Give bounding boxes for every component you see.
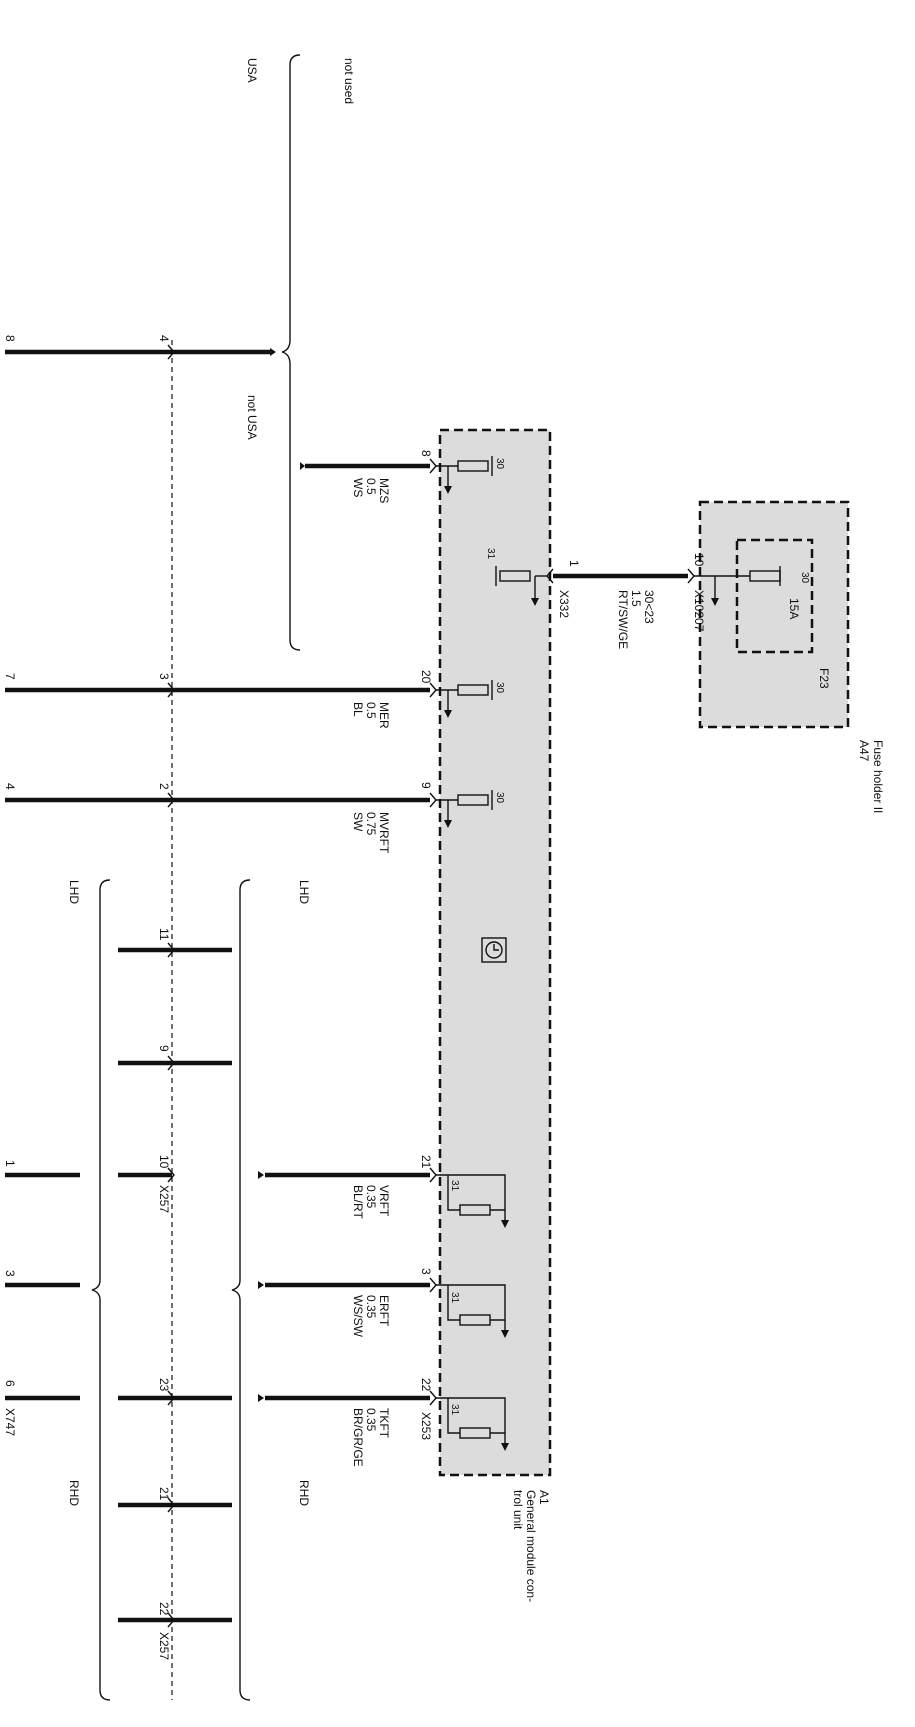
region-lhd-upper-label: LHD [297, 880, 311, 904]
output-row-mzs [300, 456, 493, 494]
region-rhd-lower-label: RHD [67, 1480, 81, 1506]
edge-pin: 1 [3, 1160, 17, 1167]
upper-connector-pin: 2 [157, 783, 171, 790]
rhd-pin: 22 [157, 1602, 171, 1616]
edge-pin: 3 [3, 1270, 17, 1277]
edge-connector-label: X747 [3, 1408, 17, 1436]
arrow-down-icon [711, 598, 719, 606]
upper-pin-4-row [5, 344, 276, 360]
input-terminal: 31 [449, 1404, 460, 1416]
supply-pin: 1 [567, 560, 581, 567]
resistor-icon [499, 570, 531, 582]
input-row-erft [258, 1277, 509, 1338]
lower-lhd-rhd-brace [91, 879, 111, 1701]
rhd-pin: 21 [157, 1487, 171, 1501]
edge-pin: 4 [3, 783, 17, 790]
supply-gauge: 1.5 [629, 590, 643, 607]
lhd-pin: 10 [157, 1155, 171, 1169]
lower-connector-label: X257 [157, 1185, 171, 1213]
lhd-stubs [118, 942, 232, 1183]
input-terminal: 31 [449, 1292, 460, 1304]
output-color: BL [351, 702, 365, 717]
fuse-holder-designator: A47 [857, 740, 871, 762]
arrow-down-icon [531, 598, 539, 606]
input-terminal: 31 [449, 1180, 460, 1192]
module-designator: A1 [537, 1490, 551, 1505]
output-signal: MVRFT [377, 812, 391, 854]
input-pin: 3 [419, 1268, 433, 1275]
edge-pin: 8 [3, 335, 17, 342]
fuse-holder-name: Fuse holder II [871, 740, 885, 813]
output-pin: 9 [419, 782, 433, 789]
input-gauge: 0.35 [364, 1408, 378, 1432]
input-signal: VRFT [377, 1185, 391, 1217]
output-gauge: 0.75 [364, 812, 378, 836]
input-gauge: 0.35 [364, 1185, 378, 1209]
fuse-rating: 15A [787, 598, 801, 619]
module-connector: X253 [419, 1412, 433, 1440]
rhd-stubs [118, 1390, 232, 1628]
edge-pin: 6 [3, 1380, 17, 1387]
fuse-pin: 10 [692, 553, 706, 567]
supply-connector: X332 [557, 590, 571, 618]
output-signal: MER [377, 702, 391, 729]
fuse-terminal: 30 [799, 572, 810, 584]
usa-region-brace [281, 54, 301, 651]
supply-signal: 30<23 [642, 590, 656, 624]
supply-color: RT/SW/GE [616, 590, 630, 649]
input-color: WS/SW [351, 1295, 365, 1338]
edge-stubs [5, 1172, 80, 1401]
lower-connector-bottom-label: X257 [157, 1632, 171, 1660]
output-terminal: 30 [494, 458, 505, 470]
output-gauge: 0.5 [364, 478, 378, 495]
upper-connector-pin: 3 [157, 673, 171, 680]
fuse-connector: X10207 [692, 590, 706, 632]
input-color: BL/RT [351, 1185, 365, 1219]
module-name-line2: trol unit [511, 1490, 525, 1530]
output-pin: 20 [419, 670, 433, 684]
x10207-pin-10-contact [687, 568, 695, 584]
fuse-label: F23 [817, 668, 831, 689]
output-row-mvrft [5, 790, 493, 828]
region-rhd-upper-label: RHD [297, 1480, 311, 1506]
input-pin: 22 [419, 1378, 433, 1392]
output-signal: MZS [377, 478, 391, 503]
output-terminal: 30 [494, 682, 505, 694]
input-signal: ERFT [377, 1295, 391, 1327]
region-not-used-label: not used [342, 58, 356, 104]
fuse-f23-box [735, 538, 814, 654]
general-module-box [438, 428, 552, 1477]
input-gauge: 0.35 [364, 1295, 378, 1319]
region-not-usa-label: not USA [245, 395, 259, 440]
clock-symbol-icon [481, 937, 507, 963]
output-color: WS [351, 478, 365, 497]
input-signal: TKFT [377, 1408, 391, 1439]
fuse-holder-box [698, 500, 850, 729]
input-row-tkft [258, 1390, 509, 1451]
lhd-pin: 11 [157, 928, 171, 941]
input-pin: 21 [419, 1155, 433, 1169]
output-row-mer [5, 680, 493, 718]
rhd-pin: 23 [157, 1378, 171, 1392]
lhd-pin: 9 [157, 1045, 171, 1052]
supply-terminal: 31 [485, 548, 496, 560]
region-usa-label: USA [245, 58, 259, 83]
output-gauge: 0.5 [364, 702, 378, 719]
region-lhd-lower-label: LHD [67, 880, 81, 904]
upper-lhd-rhd-brace [231, 879, 251, 1701]
output-color: SW [351, 812, 365, 832]
upper-connector-pin: 4 [157, 335, 171, 342]
edge-pin: 7 [3, 673, 17, 680]
module-name-line1: General module con- [524, 1490, 538, 1602]
output-terminal: 30 [494, 792, 505, 804]
input-row-vrft [258, 1167, 509, 1228]
input-color: BR/GR/GE [351, 1408, 365, 1467]
output-pin: 8 [419, 450, 433, 457]
